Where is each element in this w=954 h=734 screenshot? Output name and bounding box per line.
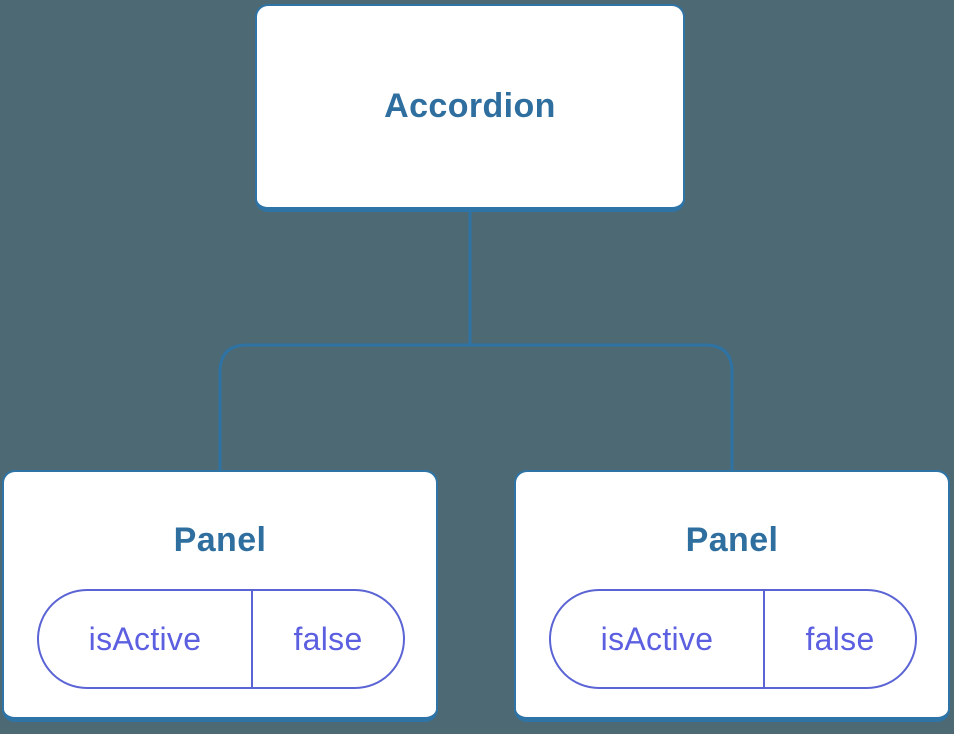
state-pill: isActive false: [549, 589, 917, 689]
panel-node-label: Panel: [173, 521, 267, 559]
children-bracket-line: [218, 343, 734, 471]
state-pill-name: isActive: [551, 591, 765, 687]
accordion-node: Accordion: [255, 4, 685, 212]
state-pill-value: false: [293, 620, 363, 657]
panel-node-left: Panel isActive false: [2, 470, 438, 722]
state-pill: isActive false: [37, 589, 405, 689]
state-pill-name: isActive: [39, 591, 253, 687]
accordion-node-label: Accordion: [384, 87, 556, 125]
panel-node-label: Panel: [685, 521, 779, 559]
panel-node-right: Panel isActive false: [514, 470, 950, 722]
state-pill-value: false: [805, 620, 875, 657]
